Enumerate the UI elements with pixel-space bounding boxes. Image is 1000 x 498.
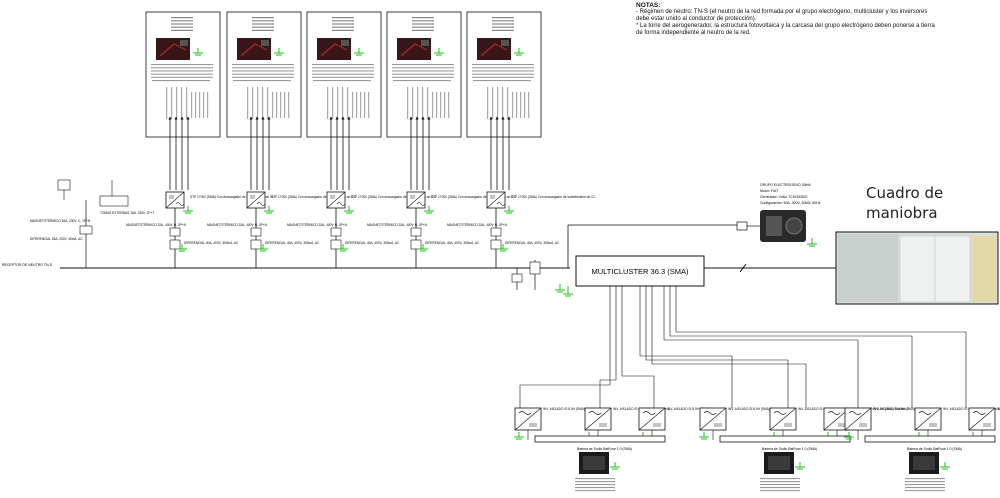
cuadro-maniobra-title: Cuadro de maniobra: [866, 183, 996, 223]
dc-bus-wiring: [519, 286, 967, 408]
ground-symbol: [610, 462, 620, 470]
ground-symbol: [274, 48, 284, 56]
pv-inverter-label: STP 17000 (SMA) Con descargador de sobre…: [431, 195, 516, 199]
generator-group: GRUPO ELECTRÓGENO 30kW Motor: FIAT Gener…: [736, 182, 821, 247]
pv-inverter-label: STP 17000 (SMA) Con descargador de sobre…: [190, 195, 275, 199]
pv-magneto-label: MAGNETOTÉRMICO 32A, 400V, B, 3P+N: [367, 222, 428, 227]
pv-magneto-symbol: [169, 227, 181, 237]
pv-magneto-symbol: [330, 227, 342, 237]
pv-inverter-label: STP 17000 (SMA) Con descargador de sobre…: [511, 195, 596, 199]
pv-diferencial-label: DIFERENCIAL 40A, 400V, 300mA, AC: [345, 241, 400, 245]
pv-group-5: STP 17000 (SMA) Con descargador de sobre…: [447, 11, 596, 268]
multicluster-unit: MULTICLUSTER 36.3 (SMA): [563, 224, 740, 297]
ground-symbol: [338, 244, 348, 252]
bottom-group-2: INV. AISLADO SI 8.0H (SMA) Maestro INV. A…: [699, 407, 909, 492]
notes-line-1: - Régimen de neutro: TN-S (el neutro de …: [636, 9, 928, 22]
pv-magneto-symbol: [410, 227, 422, 237]
pv-groups: STP 17000 (SMA) Con descargador de sobre…: [126, 11, 596, 268]
red-label: RECEPTOR DE NEUTRO TN-S: [2, 263, 53, 267]
notes-heading: NOTAS:: [636, 2, 661, 9]
battery-label: Batería de Sodio BatFuse 1.0 (SMA): [577, 447, 632, 451]
ground-symbol: [514, 48, 524, 56]
pv-inverter-label: STP 17000 (SMA) Con descargador de sobre…: [271, 195, 356, 199]
ground-symbol: [434, 48, 444, 56]
battery-bar: [719, 435, 851, 443]
pv-diferencial-symbol: [250, 239, 262, 250]
island-inverter-label: INV. AISLADO SI 8.0H (SMA) Maestro: [543, 407, 597, 411]
island-inverter-label: INV. AISLADO SI 8.0H (SMA) Esclavo 2: [852, 407, 909, 411]
generator-line2: Generador: Volvo TCH/34/50S: [760, 195, 808, 199]
notes-line-2: * La torre del aerogenerador, la estruct…: [636, 23, 935, 36]
battery-label: Batería de Sodio BatFuse 1.0 (SMA): [907, 447, 962, 451]
ground-symbol: [354, 48, 364, 56]
pv-magneto-label: MAGNETOTÉRMICO 32A, 400V, B, 3P+N: [126, 222, 187, 227]
island-inverter-label: INV. AISLADO SI 8.0H (SMA) Maestro: [728, 407, 782, 411]
generator-line1: Motor: FIAT: [760, 189, 779, 193]
ground-symbol: [795, 462, 805, 470]
ground-symbol: [258, 244, 268, 252]
pv-diferencial-label: DIFERENCIAL 40A, 400V, 300mA, AC: [505, 241, 560, 245]
ground-symbol: [264, 206, 274, 214]
battery-bar: [864, 435, 996, 443]
pv-group-4: STP 17000 (SMA) Con descargador de sobre…: [367, 11, 516, 268]
pv-diferencial-label: DIFERENCIAL 40A, 400V, 300mA, AC: [265, 241, 320, 245]
ground-symbol: [514, 432, 524, 440]
cuadro-title-line1: Cuadro de: [866, 184, 944, 202]
ground-symbol: [844, 432, 854, 440]
tomas-label: TOMAS EXTERNAS 16A, 230V, 1P+T: [100, 211, 154, 215]
ground-symbol: [183, 206, 193, 214]
island-inverter-label: INV. AISLADO SI 8.0H (SMA) Esclavo 2: [997, 407, 1000, 411]
diferencial-main-label: DIFERENCIAL 25A, 230V, 30mA, AC: [30, 237, 83, 241]
pv-diferencial-symbol: [410, 239, 422, 250]
notes-block: NOTAS: - Régimen de neutro: TN-S (el neu…: [636, 2, 936, 37]
cuadro-title-line2: maniobra: [866, 204, 938, 222]
pv-magneto-label: MAGNETOTÉRMICO 32A, 400V, B, 3P+N: [207, 222, 268, 227]
magneto-main-label: MAGNETOTÉRMICO 16A, 230V, C, 1P+N: [30, 218, 91, 223]
pv-magneto-label: MAGNETOTÉRMICO 32A, 400V, B, 3P+N: [447, 222, 508, 227]
bottom-group-1: INV. AISLADO SI 8.0H (SMA) Maestro INV. A…: [514, 407, 724, 492]
pv-diferencial-symbol: [490, 239, 502, 250]
pv-magneto-symbol: [490, 227, 502, 237]
ground-symbol: [177, 244, 187, 252]
ground-symbol: [193, 48, 203, 56]
ground-symbol: [504, 206, 514, 214]
pv-diferencial-symbol: [169, 239, 181, 250]
pv-magneto-label: MAGNETOTÉRMICO 32A, 400V, B, 3P+N: [287, 222, 348, 227]
pv-group-1: STP 17000 (SMA) Con descargador de sobre…: [126, 11, 275, 268]
battery-bar: [534, 435, 666, 443]
ground-symbol: [498, 244, 508, 252]
pv-diferencial-label: DIFERENCIAL 40A, 400V, 300mA, AC: [425, 241, 480, 245]
generator-title: GRUPO ELECTRÓGENO 30kW: [760, 182, 811, 187]
multicluster-label: MULTICLUSTER 36.3 (SMA): [592, 267, 689, 276]
island-inverter-label: INV. AISLADO SI 8.0H (SMA) Maestro: [873, 407, 927, 411]
cuadro-maniobra-photo: [835, 231, 999, 305]
pv-diferencial-symbol: [330, 239, 342, 250]
island-inverter-label: INV. AISLADO SI 8.0H (SMA) Esclavo 2: [667, 407, 724, 411]
left-branch: MAGNETOTÉRMICO 16A, 230V, C, 1P+N DIFERE…: [30, 179, 154, 268]
ground-symbol: [418, 244, 428, 252]
ground-symbol: [940, 462, 950, 470]
pv-diferencial-label: DIFERENCIAL 40A, 400V, 300mA, AC: [184, 241, 239, 245]
mc-input-protection: [511, 260, 565, 293]
pv-group-2: STP 17000 (SMA) Con descargador de sobre…: [207, 11, 356, 268]
pv-magneto-symbol: [250, 227, 262, 237]
pv-inverter-label: STP 17000 (SMA) Con descargador de sobre…: [351, 195, 436, 199]
battery-label: Batería de Sodio BatFuse 1.0 (SMA): [762, 447, 817, 451]
generator-line3: Configuración: 50A, 400V, 30kW, 50Hz: [760, 201, 821, 205]
ground-symbol: [699, 432, 709, 440]
ground-symbol: [344, 206, 354, 214]
ground-symbol: [424, 206, 434, 214]
pv-group-3: STP 17000 (SMA) Con descargador de sobre…: [287, 11, 436, 268]
